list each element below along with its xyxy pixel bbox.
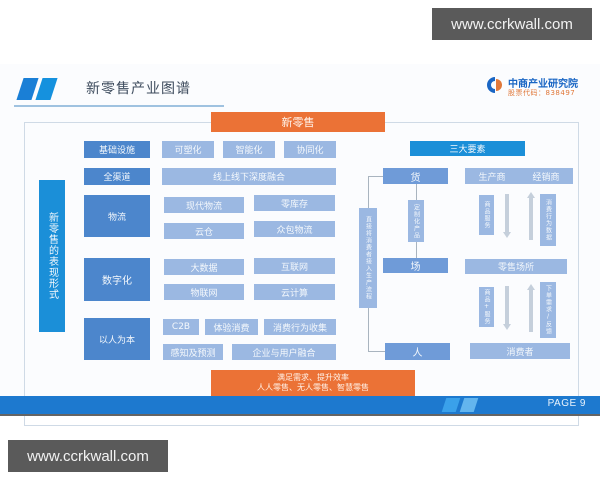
brand-logo-icon (487, 77, 502, 93)
item-box: 物联网 (164, 284, 244, 300)
distributor-label: 经销商 (532, 172, 560, 183)
watermark-bottom: www.ccrkwall.com (8, 440, 168, 472)
item-box: C2B (163, 319, 199, 335)
upper-left-note: 商品服务 (479, 195, 494, 235)
item-box: 感知及预测 (163, 344, 223, 360)
item-box: 现代物流 (164, 197, 244, 213)
customized-products-label: 定制化产品 (408, 200, 424, 242)
brand-stock-code: 股票代码：838497 (508, 89, 576, 97)
category-digitalization: 数字化 (84, 258, 150, 301)
lower-left-note: 商品+服务 (479, 287, 494, 327)
element-goods: 货 (383, 168, 448, 184)
connector-line (368, 176, 383, 177)
brand-logo: 中商产业研究院 股票代码：838497 (486, 75, 596, 99)
producer-distributor-box: 生产商 经销商 (465, 168, 573, 184)
slide: 新零售产业图谱 中商产业研究院 股票代码：838497 新零售 新零售的表现形式… (0, 64, 600, 426)
slide-footer: PAGE 9 (0, 396, 600, 414)
arrow-up-icon (527, 192, 535, 240)
arrow-up-icon (527, 284, 535, 332)
title-underline (14, 105, 224, 107)
watermark-top: www.ccrkwall.com (432, 8, 592, 40)
slide-bottom-border (0, 414, 600, 416)
direct-connection-label: 直接将消费者接入生产流程 (359, 208, 377, 308)
category-people-oriented: 以人为本 (84, 318, 150, 360)
page-number: PAGE 9 (547, 398, 586, 409)
item-box: 智能化 (223, 141, 275, 158)
retail-venue-box: 零售场所 (465, 259, 567, 274)
item-box: 互联网 (254, 258, 335, 274)
consumer-box: 消费者 (470, 343, 570, 359)
item-box: 企业与用户融合 (232, 344, 336, 360)
connector-line (368, 351, 385, 352)
footer-decoration (459, 398, 479, 412)
item-box: 零库存 (254, 195, 335, 211)
category-infrastructure: 基础设施 (84, 141, 150, 158)
element-people: 人 (385, 343, 450, 360)
side-label: 新零售的表现形式 (39, 180, 65, 332)
item-box: 体验消费 (205, 319, 258, 335)
category-omnichannel: 全渠道 (84, 168, 150, 185)
lower-right-note: 下单需求/反馈 (540, 282, 556, 338)
item-box: 众包物流 (254, 221, 335, 237)
upper-right-note: 消费行为数据 (540, 194, 556, 246)
bottom-banner: 满足需求、提升效率 人人零售、无人零售、智慧零售 (211, 370, 415, 396)
element-venue: 场 (383, 258, 448, 273)
item-box: 大数据 (164, 259, 244, 275)
item-box: 云仓 (164, 223, 244, 239)
arrow-down-icon (503, 286, 511, 332)
title-bars-icon (16, 78, 58, 100)
new-retail-banner: 新零售 (211, 112, 385, 132)
brand-name: 中商产业研究院 (508, 79, 578, 90)
item-box: 消费行为收集 (264, 319, 336, 335)
footer-decoration (441, 398, 461, 412)
three-elements-title: 三大要素 (410, 141, 525, 156)
bottom-banner-line2: 人人零售、无人零售、智慧零售 (257, 383, 369, 392)
bottom-banner-line1: 满足需求、提升效率 (277, 373, 349, 382)
category-logistics: 物流 (84, 195, 150, 237)
item-box: 线上线下深度融合 (162, 168, 336, 185)
producer-label: 生产商 (478, 172, 506, 183)
slide-title: 新零售产业图谱 (86, 81, 191, 97)
arrow-down-icon (503, 194, 511, 240)
item-box: 协同化 (284, 141, 336, 158)
item-box: 可塑化 (162, 141, 214, 158)
item-box: 云计算 (254, 284, 335, 300)
